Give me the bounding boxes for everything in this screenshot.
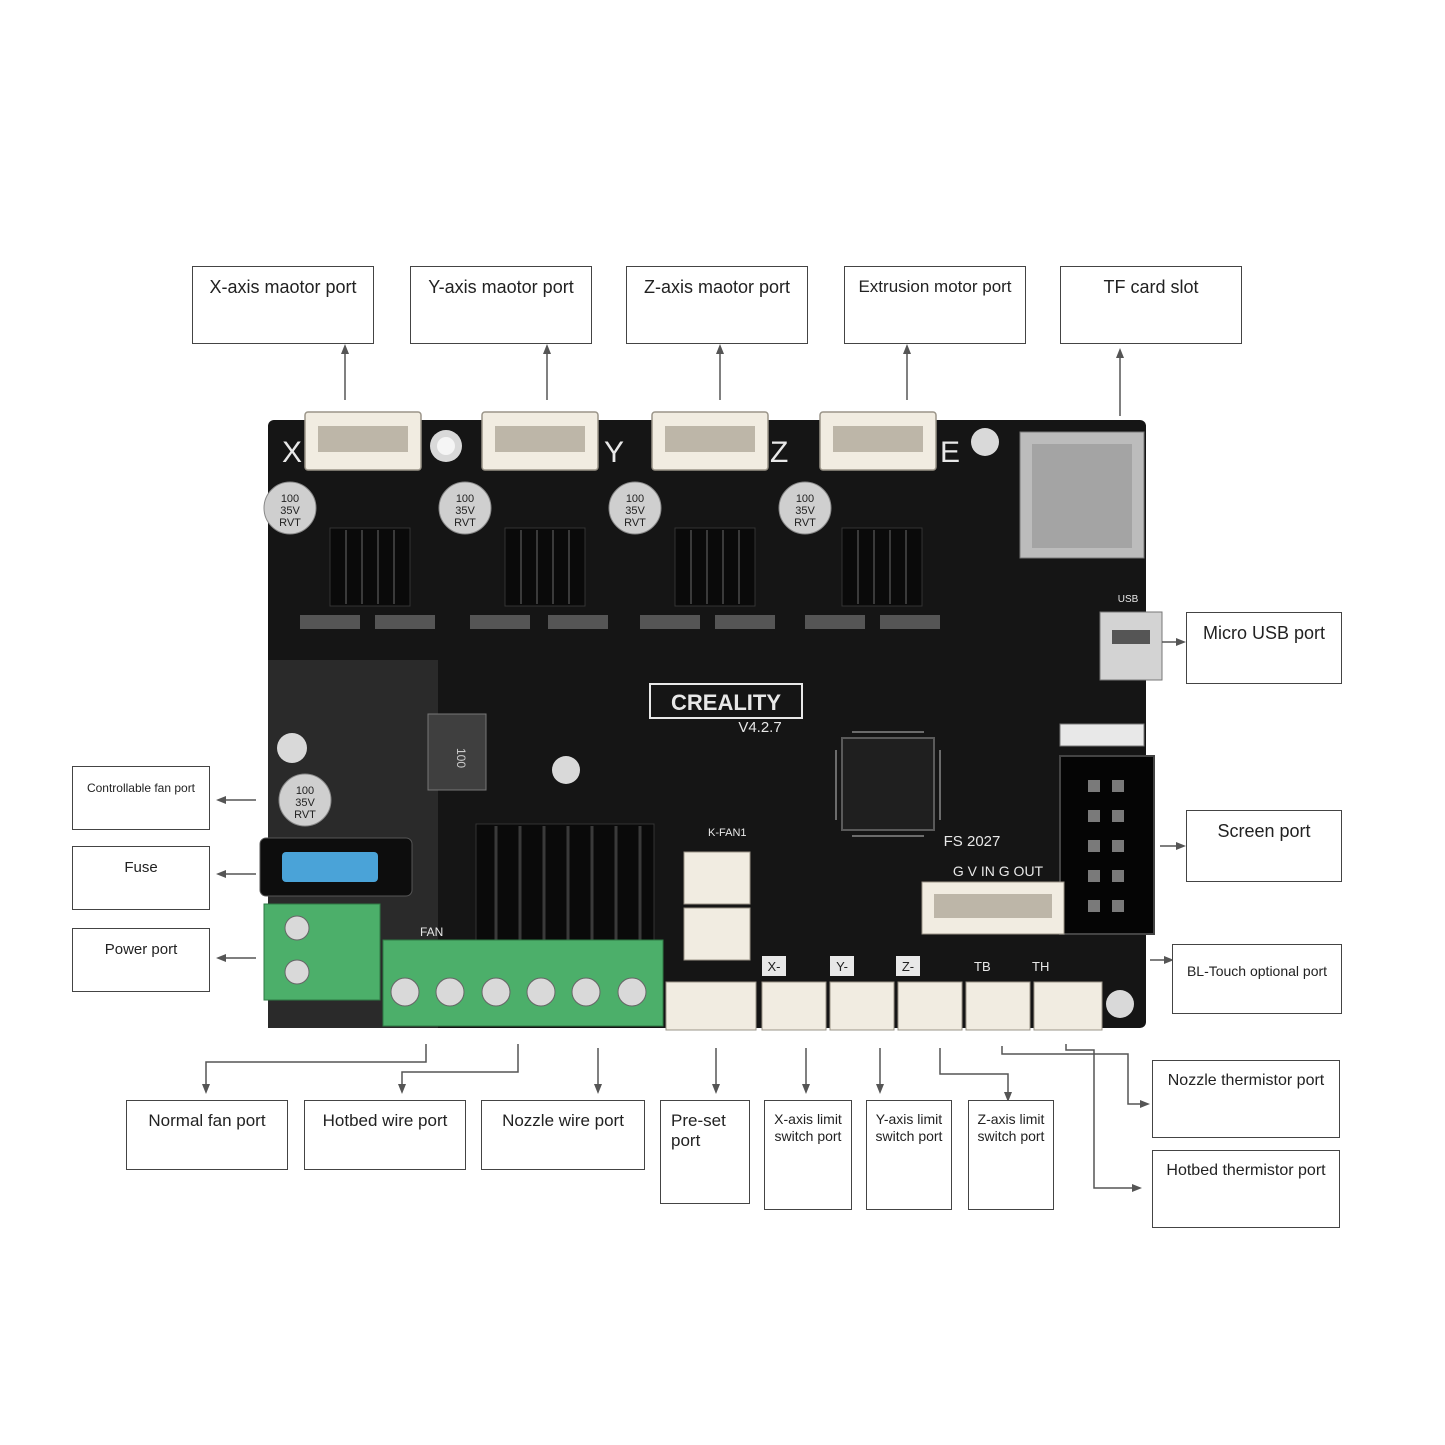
label-hotbed-wire-port: Hotbed wire port [304,1100,466,1170]
fuse [282,852,378,882]
preset-connector [665,981,757,1031]
svg-text:Z-: Z- [902,959,914,974]
label-hotbed-thermistor-port: Hotbed thermistor port [1152,1150,1340,1228]
z-limit-connector [897,981,963,1031]
label-fuse: Fuse [72,846,210,910]
label-micro-usb-port: Micro USB port [1186,612,1342,684]
svg-text:100: 100 [456,493,474,505]
y-driver-heatsink [504,527,586,607]
svg-text:USB: USB [1118,594,1139,605]
creality-logo [649,683,803,719]
label-screen-port: Screen port [1186,810,1342,882]
screen-port-header [1059,755,1155,935]
svg-text:CREALITY: CREALITY [671,690,781,715]
svg-text:100: 100 [296,785,314,797]
e-driver-heatsink [841,527,923,607]
axis-z-silk: Z [770,436,788,469]
svg-text:35V: 35V [280,505,300,517]
label-bltouch-port: BL-Touch optional port [1172,944,1342,1014]
svg-text:35V: 35V [795,505,815,517]
micro-usb-connector [1099,611,1163,681]
x-limit-connector [761,981,827,1031]
mounting-hole-icon [552,756,580,784]
kfan2-connector [683,907,751,961]
label-nozzle-thermistor-port: Nozzle thermistor port [1152,1060,1340,1138]
svg-text:TB: TB [974,959,991,974]
svg-text:V4.2.7: V4.2.7 [738,719,781,736]
svg-text:X-: X- [768,959,781,974]
svg-text:35V: 35V [625,505,645,517]
label-y-motor-port: Y-axis maotor port [410,266,592,344]
svg-text:35V: 35V [455,505,475,517]
y-limit-connector [829,981,895,1031]
label-power-port: Power port [72,928,210,992]
label-z-limit-switch-port: Z-axis limit switch port [968,1100,1054,1210]
x-driver-heatsink [329,527,411,607]
axis-y-silk: Y [604,436,624,469]
label-x-limit-switch-port: X-axis limit switch port [764,1100,852,1210]
svg-text:FAN: FAN [420,925,443,939]
z-driver-heatsink [674,527,756,607]
svg-text:100: 100 [796,493,814,505]
label-extrusion-motor-port: Extrusion motor port [844,266,1026,344]
svg-text:G V IN G OUT: G V IN G OUT [953,863,1044,879]
output-terminal [382,939,664,1027]
svg-text:RVT: RVT [454,517,476,529]
axis-e-silk: E [940,436,960,469]
label-y-limit-switch-port: Y-axis limit switch port [866,1100,952,1210]
power-terminal [263,903,381,1001]
kfan1-connector [683,851,751,905]
mcu-chip [841,737,935,831]
tb-connector [965,981,1031,1031]
svg-text:RVT: RVT [794,517,816,529]
mounting-hole-icon [1106,990,1134,1018]
axis-x-silk: X [282,436,302,469]
label-normal-fan-port: Normal fan port [126,1100,288,1170]
label-nozzle-wire-port: Nozzle wire port [481,1100,645,1170]
svg-text:100: 100 [454,748,468,768]
svg-text:RVT: RVT [294,809,316,821]
mounting-hole-icon [277,733,307,763]
label-tf-card-slot: TF card slot [1060,266,1242,344]
svg-text:100: 100 [281,493,299,505]
svg-text:100: 100 [626,493,644,505]
svg-text:TH: TH [1032,959,1049,974]
svg-text:FS 2027: FS 2027 [944,833,1001,850]
inductor [427,713,487,791]
swd-header [1059,723,1145,747]
svg-text:K-FAN1: K-FAN1 [708,827,747,839]
svg-text:35V: 35V [295,797,315,809]
label-z-motor-port: Z-axis maotor port [626,266,808,344]
th-connector [1033,981,1103,1031]
mounting-hole-icon [971,428,999,456]
svg-text:RVT: RVT [624,517,646,529]
svg-text:RVT: RVT [279,517,301,529]
mosfet-heatsink [475,823,655,949]
label-preset-port: Pre-set port [660,1100,750,1204]
capacitor-icon [263,481,832,827]
label-x-motor-port: X-axis maotor port [192,266,374,344]
svg-text:Y-: Y- [836,959,848,974]
label-controllable-fan-port: Controllable fan port [72,766,210,830]
